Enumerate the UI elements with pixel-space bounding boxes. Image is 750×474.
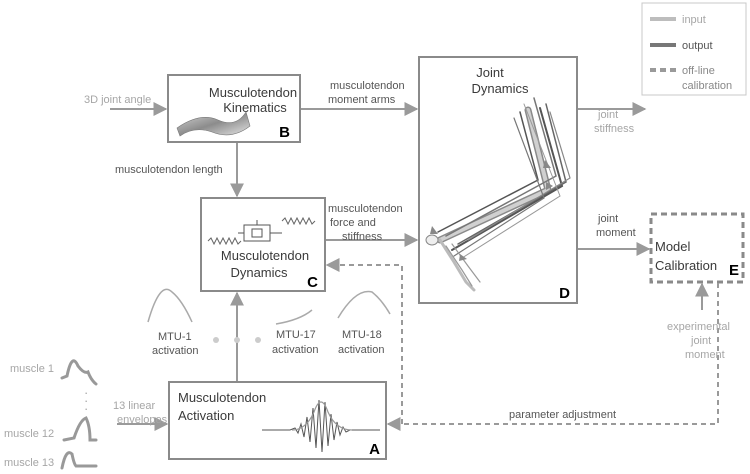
mtu-activations: MTU-1 activation MTU-17 activation MTU-1…	[147, 288, 391, 357]
mtu-18-curve-icon	[337, 290, 391, 319]
label-moment-2: moment	[596, 227, 636, 239]
legend-offline-label-1: off-line	[682, 65, 715, 77]
mtu-1-label-2: activation	[152, 345, 198, 357]
muscle-inputs: muscle 1 · · · muscle 12 muscle 13	[4, 359, 98, 470]
muscle-dots-2: ·	[84, 393, 88, 408]
activation-letter: A	[369, 441, 380, 458]
dynamics-title-2: Dynamics	[230, 265, 288, 280]
connections	[110, 102, 719, 431]
label-stiffness-2: stiffness	[594, 123, 635, 135]
joint-dynamics-title-2: Dynamics	[471, 81, 529, 96]
label-force-3: stiffness	[342, 231, 383, 243]
muscle-1-envelope-icon	[60, 359, 98, 386]
muscle-dots-1: ·	[84, 385, 88, 400]
dynamics-letter: C	[307, 274, 318, 291]
surface-plot-icon	[176, 111, 251, 137]
label-joint-angle: 3D joint angle	[84, 94, 151, 106]
spring-damper-icon	[207, 216, 316, 246]
label-stiffness-1: joint	[597, 109, 618, 121]
joint-dynamics-letter: D	[559, 285, 570, 302]
label-moment-arms-2: moment arms	[328, 94, 396, 106]
ellipsis-dot-3	[255, 337, 261, 343]
muscle-13-envelope-icon	[60, 451, 98, 470]
muscle-1-label: muscle 1	[10, 363, 54, 375]
activation-title-1: Musculotendon	[178, 390, 266, 405]
kinematics-block: Musculotendon Kinematics B	[167, 74, 301, 143]
kinematics-letter: B	[279, 124, 290, 141]
label-experimental-2: joint	[690, 335, 711, 347]
activation-title-2: Activation	[178, 408, 234, 423]
connection-labels: 3D joint angle musculotendon moment arms…	[84, 80, 730, 426]
mtu-18-label-1: MTU-18	[342, 329, 382, 341]
muscle-12-label: muscle 12	[4, 428, 54, 440]
joint-dynamics-box	[418, 56, 578, 304]
label-force-2: force and	[330, 217, 376, 229]
joint-dynamics-title-1: Joint	[476, 65, 504, 80]
mtu-17-label-1: MTU-17	[276, 329, 316, 341]
muscle-13-label: muscle 13	[4, 457, 54, 469]
leg-skeleton-icon	[425, 97, 571, 292]
joint-dynamics-block: Joint Dynamics D	[418, 56, 578, 304]
legend-output-label: output	[682, 40, 713, 52]
calibration-title-1: Model	[655, 239, 691, 254]
mtu-17-curve-icon	[275, 309, 313, 325]
kinematics-title-1: Musculotendon	[209, 85, 297, 100]
emg-envelope-icon	[291, 401, 353, 431]
calibration-box	[649, 212, 745, 284]
kinematics-title-2: Kinematics	[223, 100, 287, 115]
label-envelopes-2: envelopes	[117, 414, 168, 426]
muscle-12-envelope-icon	[62, 416, 98, 442]
legend: input output off-line calibration	[641, 2, 747, 96]
mtu-1-curve-icon	[147, 288, 193, 323]
label-force-1: musculotendon	[328, 203, 403, 215]
dynamics-block: Musculotendon Dynamics C	[200, 197, 326, 292]
legend-offline-label-2: calibration	[682, 80, 732, 92]
mtu-1-label-1: MTU-1	[158, 331, 192, 343]
calibration-title-2: Calibration	[655, 258, 717, 273]
ellipsis-dot-1	[213, 337, 219, 343]
dynamics-title-1: Musculotendon	[221, 248, 309, 263]
dynamics-box	[200, 197, 326, 292]
label-parameter-adjustment: parameter adjustment	[509, 409, 616, 421]
mtu-17-label-2: activation	[272, 344, 318, 356]
label-experimental-1: experimental	[667, 321, 730, 333]
activation-block: Musculotendon Activation A	[168, 381, 387, 460]
calibration-letter: E	[729, 262, 739, 279]
label-moment-arms-1: musculotendon	[330, 80, 405, 92]
label-moment-1: joint	[597, 213, 618, 225]
arrow-offline-to-dynamics	[325, 258, 403, 424]
muscle-dots-3: ·	[84, 401, 88, 416]
activation-box	[168, 381, 387, 460]
label-experimental-3: moment	[685, 349, 725, 361]
label-envelopes-1: 13 linear	[113, 400, 156, 412]
mtu-18-label-2: activation	[338, 344, 384, 356]
ellipsis-dot-2	[234, 337, 240, 343]
label-mt-length: musculotendon length	[115, 164, 223, 176]
calibration-block: Model Calibration E	[649, 212, 745, 284]
legend-input-label: input	[682, 14, 706, 26]
arrow-parameter-adjustment	[386, 283, 719, 431]
